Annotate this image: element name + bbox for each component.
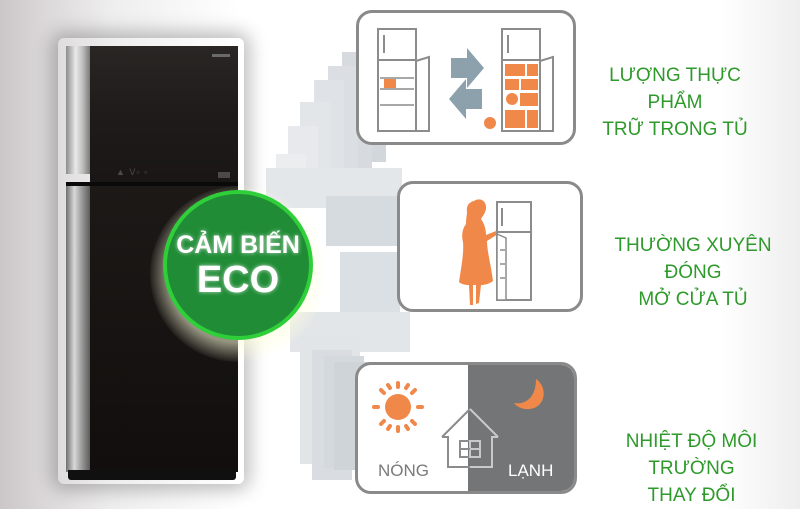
feature-panel-temperature: NÓNG LẠNH bbox=[355, 362, 577, 494]
eco-sensor-badge: CẢM BIẾN ECO bbox=[163, 190, 313, 340]
fridge-door-gap bbox=[66, 182, 238, 186]
fridge-handle-top bbox=[66, 46, 90, 174]
feature-panel-door-opening bbox=[397, 181, 583, 312]
fridge-handle-bottom bbox=[66, 186, 90, 472]
caption-line2: TRỮ TRONG TỦ bbox=[602, 119, 748, 140]
badge-line1: CẢM BIẾN bbox=[176, 231, 300, 259]
badge-line2: ECO bbox=[196, 259, 280, 301]
moon-icon bbox=[514, 379, 544, 410]
control-panel-text: ▲ V▫ ▫ bbox=[116, 167, 149, 177]
cold-half bbox=[468, 365, 574, 491]
fridge-base bbox=[68, 470, 236, 480]
house-icon bbox=[441, 408, 499, 468]
sun-icon bbox=[372, 381, 424, 433]
caption-line2: MỞ CỬA TỦ bbox=[638, 289, 748, 310]
caption-temperature: NHIỆT ĐỘ MÔI TRƯỜNG THAY ĐỔI bbox=[583, 428, 800, 509]
feature-panel-food-storage bbox=[356, 10, 576, 145]
food-storage-icon bbox=[377, 28, 554, 132]
fridge-badge bbox=[218, 172, 230, 178]
cold-label: LẠNH bbox=[508, 461, 554, 480]
fridge-freezer-door bbox=[90, 46, 238, 182]
caption-line2: THAY ĐỔI bbox=[647, 485, 736, 506]
caption-line1: THƯỜNG XUYÊN ĐÓNG bbox=[614, 235, 772, 283]
caption-food-storage: LƯỢNG THỰC PHẨM TRỮ TRONG TỦ bbox=[590, 62, 760, 143]
caption-line1: NHIỆT ĐỘ MÔI TRƯỜNG bbox=[625, 431, 758, 479]
caption-door-opening: THƯỜNG XUYÊN ĐÓNG MỞ CỬA TỦ bbox=[586, 232, 800, 313]
hot-label: NÓNG bbox=[378, 461, 429, 480]
door-opening-icon bbox=[459, 199, 532, 305]
brand-logo bbox=[212, 54, 230, 57]
caption-line1: LƯỢNG THỰC PHẨM bbox=[609, 65, 741, 113]
temperature-change-icon bbox=[372, 379, 544, 468]
